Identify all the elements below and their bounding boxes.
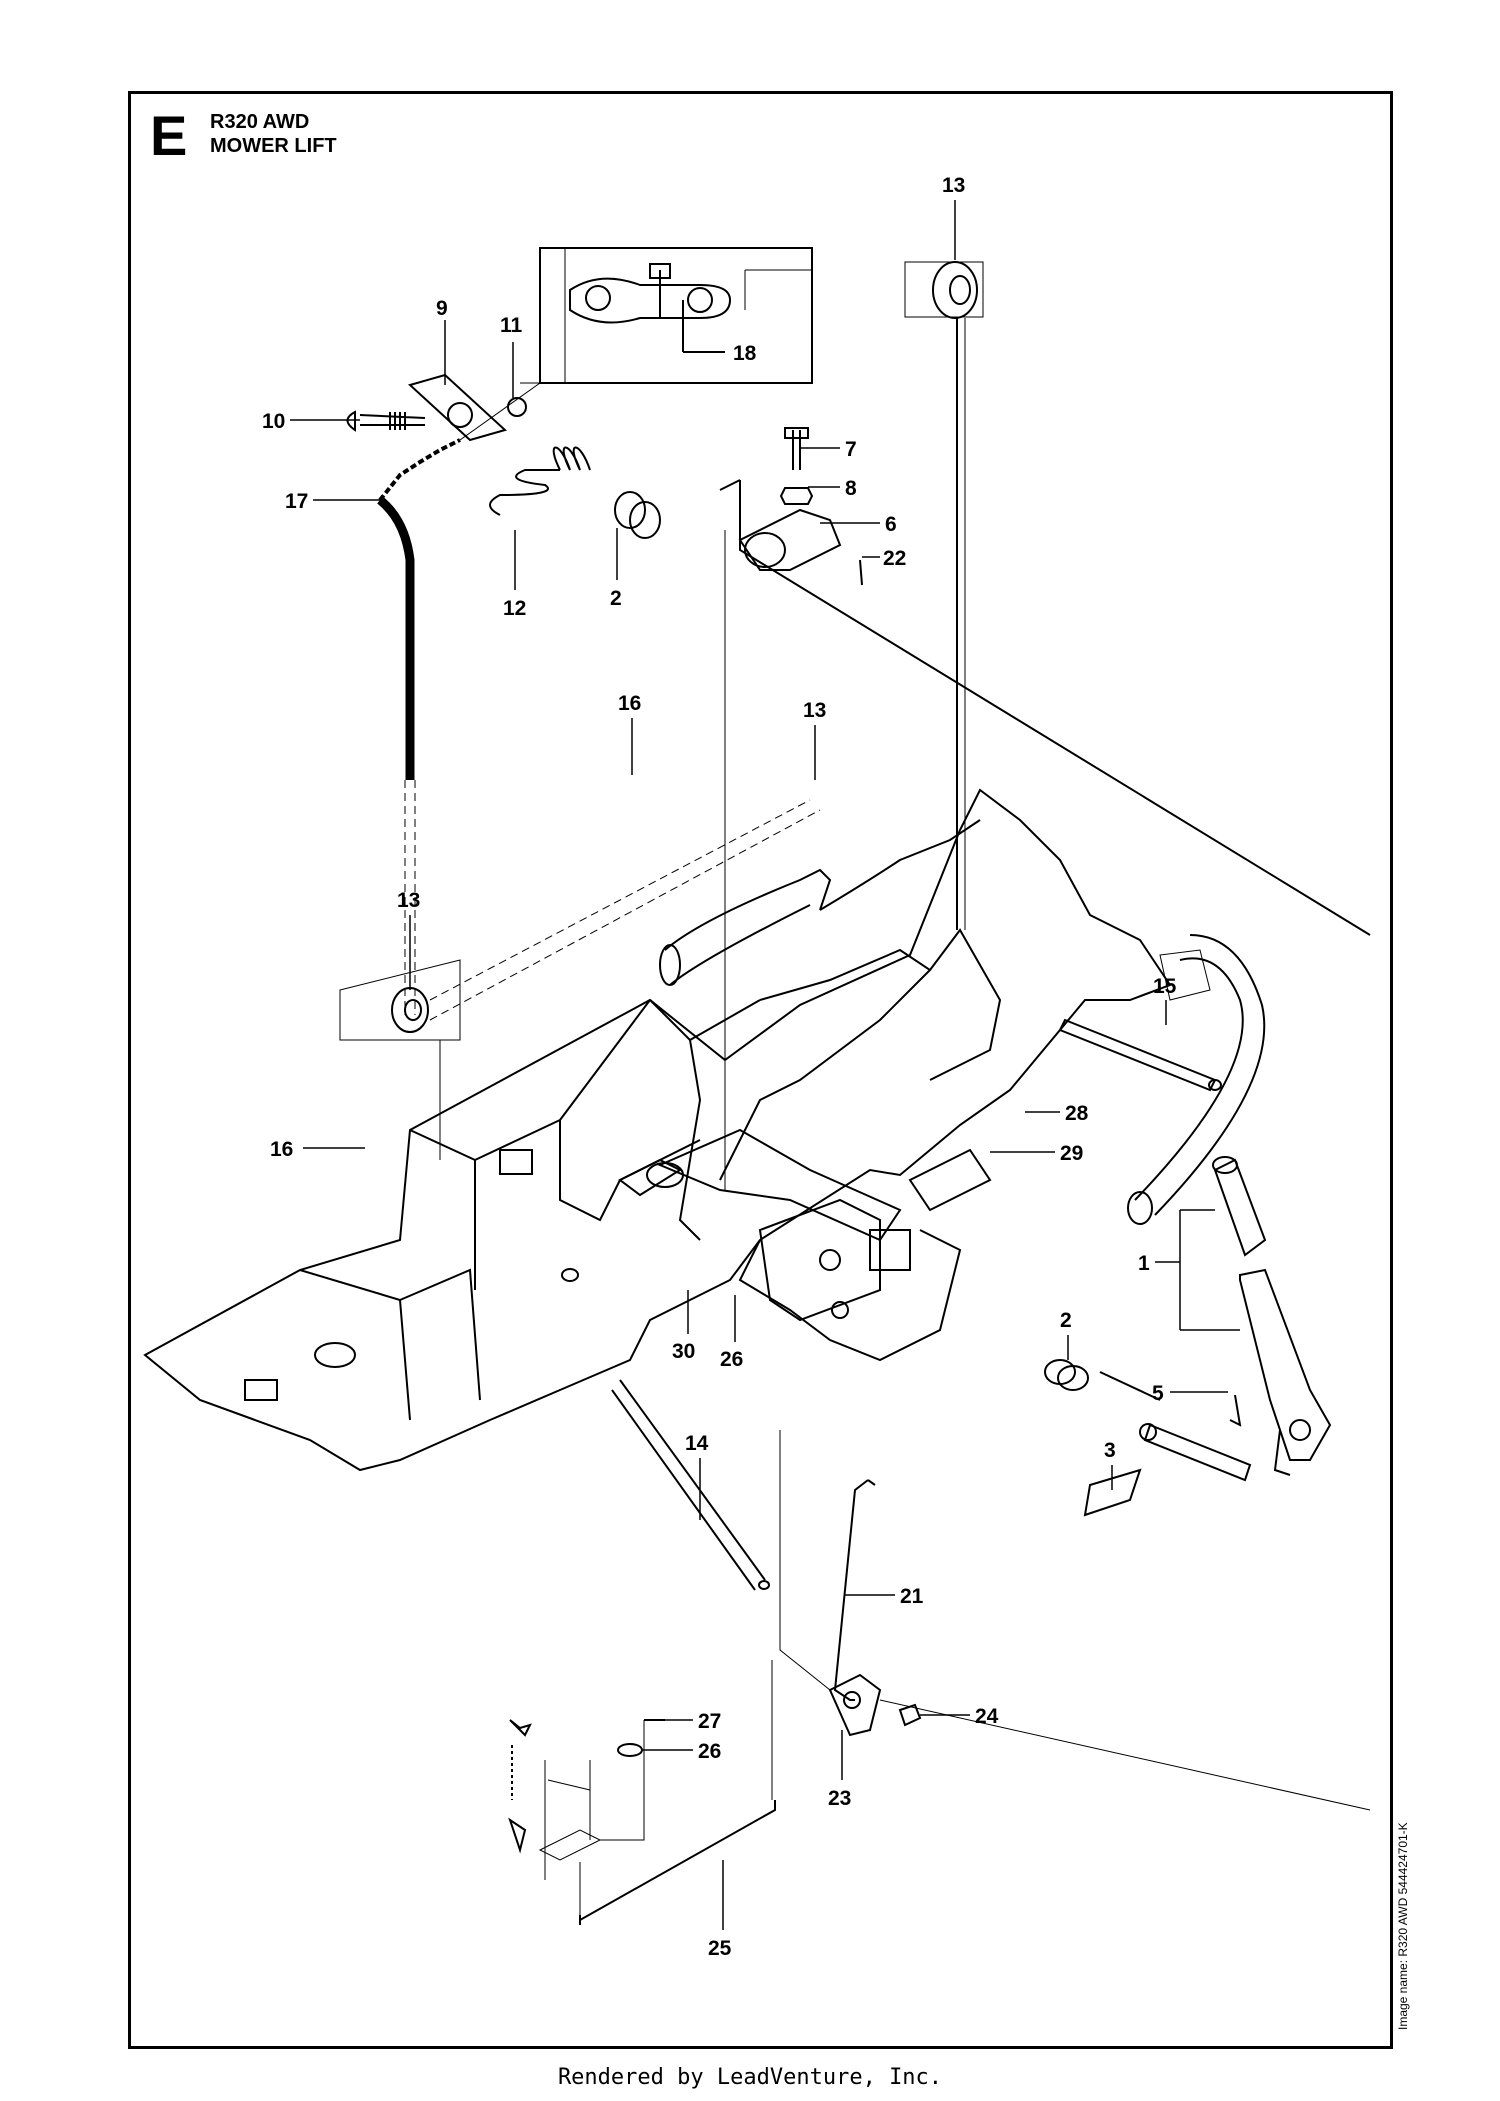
callout-15: 15 — [1153, 975, 1177, 998]
callout-22: 22 — [883, 547, 906, 570]
link-rod-21 — [833, 1479, 876, 1701]
callout-24: 24 — [975, 1705, 999, 1728]
callout-9: 9 — [436, 297, 448, 320]
callout-18: 18 — [733, 342, 757, 365]
chain-link-detail-inset — [459, 247, 813, 441]
lift-cable — [377, 438, 461, 1015]
bushing-top — [614, 491, 661, 539]
callout-16-lower: 16 — [270, 1138, 293, 1161]
callout-16-top: 16 — [618, 692, 641, 715]
callout-10: 10 — [262, 410, 285, 433]
lift-lever — [1212, 1156, 1332, 1476]
callout-27: 27 — [698, 1710, 721, 1733]
callout-23: 23 — [828, 1787, 851, 1810]
callout-28: 28 — [1065, 1102, 1089, 1125]
assembly-name: MOWER LIFT — [210, 135, 337, 157]
pulley-top — [904, 261, 984, 930]
callout-6: 6 — [885, 513, 897, 536]
callout-12: 12 — [503, 597, 526, 620]
lift-shaft-tube — [646, 819, 981, 1242]
callout-2-lower: 2 — [1060, 1309, 1072, 1332]
tractor-frame — [143, 788, 1172, 1472]
callout-30: 30 — [672, 1340, 695, 1363]
callout-13-top: 13 — [942, 174, 965, 197]
hardware-bottom-left — [508, 1719, 665, 1854]
diagram-title: R320 AWD MOWER LIFT — [210, 110, 337, 158]
callout-25: 25 — [708, 1937, 732, 1960]
callout-29: 29 — [1060, 1142, 1083, 1165]
bushing-lower — [1044, 1359, 1089, 1391]
callout-5: 5 — [1152, 1382, 1164, 1405]
lower-rod — [611, 1379, 770, 1591]
callout-13-lower: 13 — [397, 889, 420, 912]
callout-11: 11 — [500, 314, 523, 337]
pedal-rod — [1058, 1018, 1222, 1092]
callout-leaders — [290, 200, 1240, 1930]
section-letter: E — [150, 104, 188, 167]
callout-7: 7 — [845, 438, 857, 461]
callout-3: 3 — [1104, 1439, 1116, 1462]
spring — [489, 446, 591, 516]
chain-bracket — [346, 373, 527, 442]
footer-text: Rendered by LeadVenture, Inc. — [557, 2065, 943, 2090]
callout-2-top: 2 — [610, 587, 622, 610]
callout-13-mid: 13 — [803, 699, 826, 722]
callout-14: 14 — [685, 1432, 709, 1455]
callout-1: 1 — [1138, 1252, 1150, 1275]
lift-handle-tube — [1127, 934, 1266, 1225]
clamp-assembly — [719, 427, 1371, 1190]
link-rod-25 — [538, 1660, 776, 1925]
callout-26-upper: 26 — [720, 1348, 743, 1371]
pulley-lower — [339, 799, 821, 1160]
callout-8: 8 — [845, 477, 857, 500]
model-name: R320 AWD — [210, 111, 310, 133]
front-lift-bracket — [738, 1148, 992, 1362]
diagram-frame — [128, 91, 1393, 2049]
callout-26-lower: 26 — [698, 1740, 721, 1763]
callout-17: 17 — [285, 490, 308, 513]
image-name-label: Image name: R320 AWD 544424701-K — [1396, 1822, 1410, 2030]
callout-labels: 9 11 18 13 10 17 7 8 6 22 12 2 16 13 13 … — [262, 174, 1177, 1960]
link-plate — [779, 1430, 1371, 1811]
callout-21: 21 — [900, 1585, 924, 1608]
pivot-shaft — [1083, 1371, 1252, 1517]
